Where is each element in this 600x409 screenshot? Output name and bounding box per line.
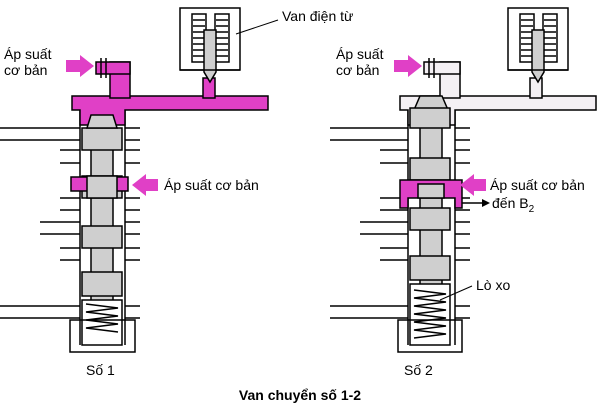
to-b2-prefix: đến B (492, 195, 529, 211)
left-top-pressure-label-line2: cơ bản (4, 62, 48, 78)
right-top-pressure-label-line1: Áp suất (336, 46, 384, 62)
figure-caption: Van chuyển số 1-2 (238, 387, 362, 403)
right-mid-pressure-label: Áp suất cơ bản (490, 177, 585, 193)
left-top-pressure-label-line1: Áp suất (4, 46, 52, 62)
left-gear-label: Số 1 (86, 362, 115, 378)
to-b2-subscript: 2 (528, 203, 535, 215)
left-mid-pressure-label: Áp suất cơ bản (164, 177, 259, 193)
to-b2-label: đến B2 (492, 195, 534, 218)
left-solenoid (179, 7, 241, 84)
right-mid-pressure-arrow (460, 174, 486, 196)
right-gear-label: Số 2 (404, 362, 433, 378)
right-valve (330, 7, 597, 353)
left-top-pressure-arrow (66, 55, 94, 77)
right-top-pressure-arrow (394, 55, 422, 77)
right-solenoid (507, 7, 569, 84)
spring-label: Lò xo (476, 277, 511, 293)
left-valve (0, 7, 279, 353)
left-mid-pressure-arrow (132, 174, 158, 196)
solenoid-valve-label: Van điện từ (282, 8, 354, 24)
right-top-pressure-label-line2: cơ bản (336, 62, 380, 78)
left-pressure-chamber (71, 95, 269, 126)
